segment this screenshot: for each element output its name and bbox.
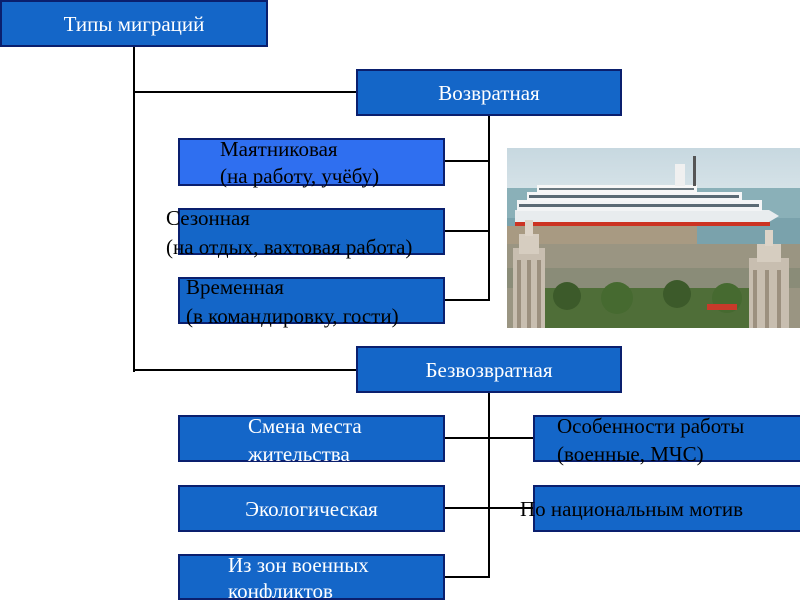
nonreturn-node: Безвозвратная — [356, 346, 622, 393]
connector-return-2 — [443, 230, 490, 232]
nonreturn-work-specifics: Особенности работы (военные, МЧС) — [533, 414, 800, 466]
return-type-pendulum-line1: Маятниковая — [220, 137, 338, 161]
connector-return-1 — [443, 160, 490, 162]
connector-nonreturn-left-2 — [443, 507, 535, 509]
return-type-seasonal: Сезонная (на отдых, вахтовая работа) — [166, 206, 445, 259]
nonreturn-war-zones: Из зон военных конфликтов — [178, 554, 445, 600]
connector-to-return — [133, 91, 358, 93]
return-type-temporary: Временная (в командировку, гости) — [178, 275, 445, 328]
connector-return-3 — [443, 299, 490, 301]
nonreturn-work-specifics-line2: (военные, МЧС) — [557, 442, 704, 466]
return-node: Возвратная — [356, 69, 622, 116]
nonreturn-node-label: Безвозвратная — [425, 357, 553, 382]
connector-trunk — [133, 45, 135, 372]
return-type-pendulum-line2: (на работу, учёбу) — [220, 164, 380, 188]
connector-nonreturn-left-3 — [443, 576, 490, 578]
title-label: Типы миграций — [63, 11, 205, 36]
nonreturn-war-zones-line1: Из зон военных — [228, 554, 369, 577]
nonreturn-national-motives-label: По национальным мотив — [520, 497, 743, 521]
nonreturn-residence-change-line1: Смена места — [248, 414, 362, 438]
nonreturn-war-zones-line2: конфликтов — [228, 579, 333, 600]
connector-nonreturn-right-1 — [488, 437, 535, 439]
title-box: Типы миграций — [0, 0, 268, 47]
connector-nonreturn-vertical — [488, 392, 490, 578]
return-type-pendulum: Маятниковая (на работу, учёбу) — [178, 137, 445, 188]
nonreturn-ecological-label: Экологическая — [245, 496, 378, 521]
nonreturn-ecological: Экологическая — [178, 485, 445, 532]
return-type-temporary-line1: Временная — [186, 275, 284, 299]
connector-nonreturn-left-1 — [443, 437, 490, 439]
connector-to-nonreturn — [133, 369, 358, 371]
nonreturn-work-specifics-line1: Особенности работы — [557, 414, 745, 438]
nonreturn-national-motives: По национальным мотив — [520, 485, 800, 532]
return-type-temporary-line2: (в командировку, гости) — [186, 304, 399, 328]
return-type-seasonal-line1: Сезонная — [166, 206, 250, 230]
connector-return-vertical — [488, 115, 490, 301]
nonreturn-residence-change: Смена места жительства — [178, 414, 445, 466]
nonreturn-residence-change-line2: жительства — [248, 442, 350, 466]
return-node-label: Возвратная — [438, 80, 540, 105]
river-station-ship-photo — [507, 148, 800, 328]
return-type-seasonal-line2: (на отдых, вахтовая работа) — [166, 235, 413, 259]
